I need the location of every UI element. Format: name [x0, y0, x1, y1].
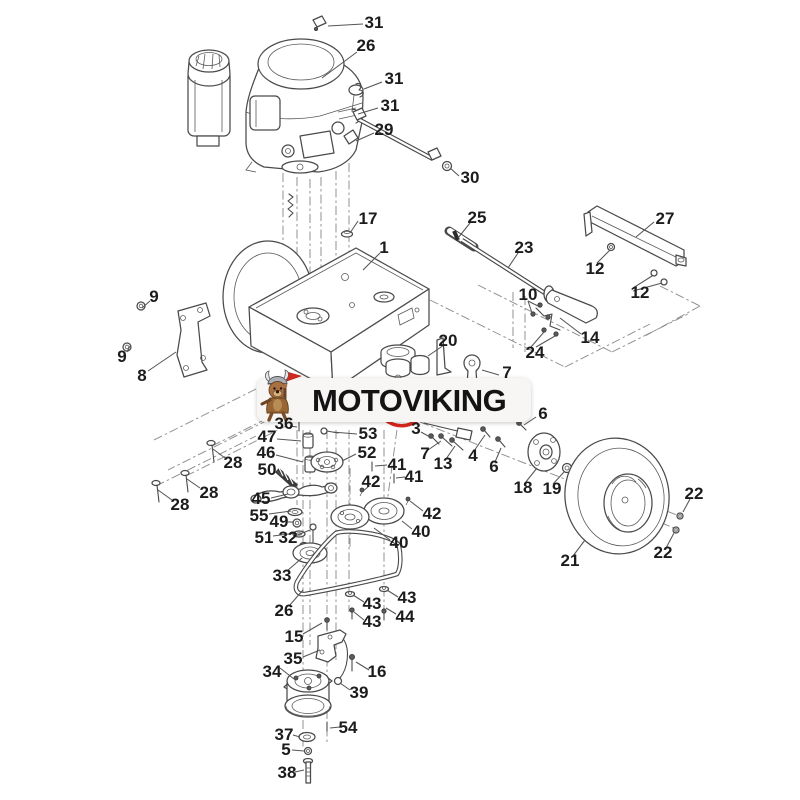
- brand-wordmark: MOTOVIKING: [312, 383, 507, 418]
- support-rod-illustration: [352, 107, 453, 172]
- electric-clutch-illustration: [283, 669, 333, 784]
- mount-bolts-28: [151, 439, 216, 503]
- engine-mount-clips: [312, 15, 364, 145]
- side-bracket-illustration: [122, 301, 211, 378]
- idler-bracket-illustration: [315, 617, 355, 686]
- engine-illustration: [187, 38, 364, 218]
- logo-band: MOTOVIKING: [257, 378, 531, 422]
- keyhole-bracket: [463, 354, 481, 385]
- wheel-hub-illustration: [527, 432, 573, 474]
- drive-belt-illustration: [293, 529, 403, 597]
- callout-leader-lines: [126, 23, 691, 773]
- deck-pulleys-illustration: [330, 461, 411, 530]
- deck-illustration: [222, 229, 430, 392]
- handle-lever-illustration: [444, 226, 598, 337]
- spindle-idler-illustration: [250, 419, 344, 564]
- viking-dog-mascot-icon: [260, 369, 302, 422]
- cover-plate-illustration: [583, 205, 687, 286]
- deck-fasteners: [344, 585, 390, 621]
- wheel-tire-illustration: [564, 437, 684, 555]
- axle-hardware: [423, 420, 527, 451]
